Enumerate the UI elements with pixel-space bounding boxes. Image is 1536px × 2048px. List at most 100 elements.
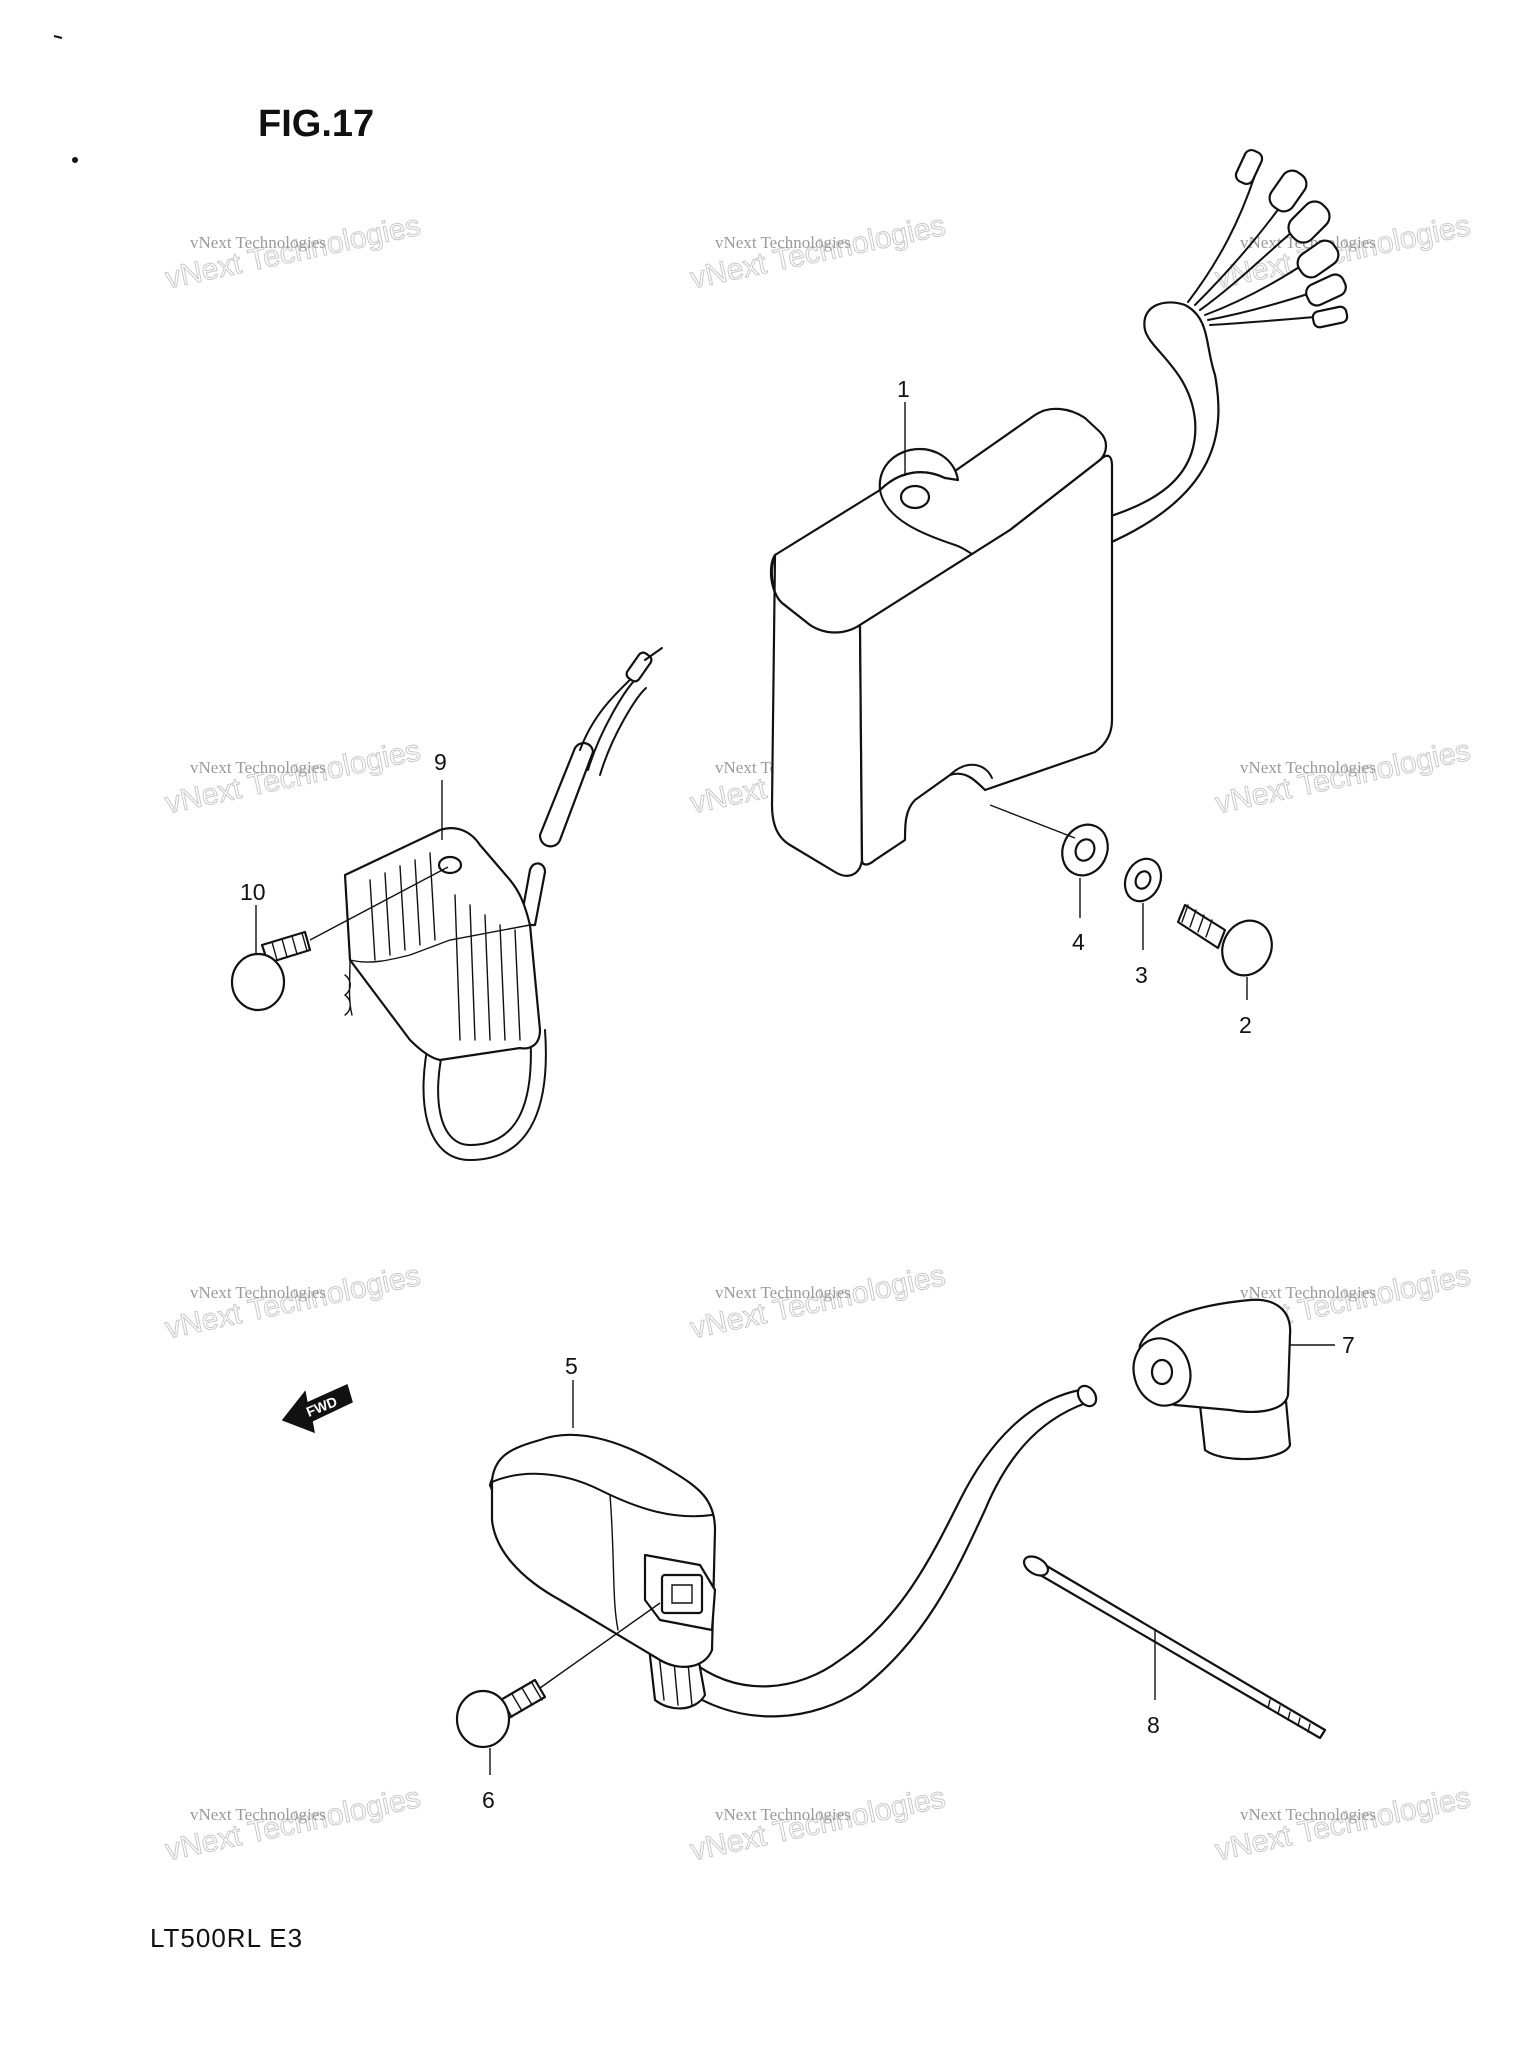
coil-bolt-head (455, 1689, 511, 1749)
regulator-edge (344, 959, 353, 1016)
watermark-outline-text: vNext Technologies (688, 1781, 949, 1867)
cdi-wire (1207, 289, 1321, 321)
watermark-text: vNext Technologies (1240, 758, 1376, 777)
ignition-coil-body (490, 1433, 717, 1668)
stray-mark (53, 35, 63, 39)
cdi-connector (1234, 148, 1264, 186)
leader-4 (989, 804, 1076, 839)
bolt-thread (271, 932, 308, 961)
bolt (230, 866, 449, 1012)
watermark-outline-text: vNext Technologies (163, 1259, 424, 1345)
screw-head (1221, 919, 1273, 977)
cdi-wire (1187, 174, 1256, 303)
ignition-coil-axis (539, 1602, 661, 1689)
watermark-outline-text: vNext Technologies (163, 734, 424, 820)
cdi-mount-tab (878, 447, 960, 492)
spark-plug-cap-hole (1150, 1358, 1174, 1386)
stray-mark (72, 157, 78, 163)
watermark-outline-text: vNext Technologies (688, 209, 949, 295)
lock-washer (1123, 857, 1163, 903)
callout-1: 1 (897, 376, 910, 402)
callout-8: 8 (1147, 1712, 1160, 1738)
callout-5: 5 (565, 1353, 578, 1379)
regulator-sleeve (538, 742, 595, 848)
callout-2: 2 (1239, 1012, 1252, 1038)
regulator-wire (579, 669, 641, 751)
cable-tie-strap (1033, 1560, 1327, 1740)
washer (1061, 823, 1109, 877)
watermark-text: vNext Technologies (190, 233, 326, 252)
watermark-text: vNext Technologies (1240, 1283, 1376, 1302)
cdi-box-side (858, 454, 1114, 866)
figure-title: FIG.17 (258, 103, 374, 145)
fwd-arrow-shape (281, 1383, 353, 1434)
watermark-outline-text: vNext Technologies (1213, 734, 1474, 820)
ignition-coil-rim (491, 1472, 713, 1518)
callout-3: 3 (1135, 962, 1148, 988)
bolt-axis (309, 866, 449, 941)
watermark-outline-text: vNext Technologies (1213, 1781, 1474, 1867)
callouts: 1 4 3 2 9 10 5 6 7 8 (240, 376, 1355, 1813)
ignition-coil-connector-pin (671, 1584, 693, 1604)
watermark-text: vNext Technologies (715, 233, 851, 252)
watermark-outline-text: vNext Technologies (163, 209, 424, 295)
screw (1176, 903, 1273, 977)
watermark-text: vNext Technologies (715, 1283, 851, 1302)
watermark-text: vNext Technologies (190, 758, 326, 777)
ignition-coil-connector-face (660, 1573, 704, 1615)
regulator-terminal (625, 651, 653, 683)
callout-6: 6 (482, 1787, 495, 1813)
cdi-notch (949, 763, 993, 779)
callout-4: 4 (1072, 929, 1085, 955)
fwd-arrow-icon: FWD (281, 1383, 353, 1434)
regulator-loop (422, 1029, 547, 1161)
cdi-unit (769, 148, 1349, 877)
cdi-connector (1296, 239, 1340, 279)
callout-7: 7 (1342, 1332, 1355, 1358)
regulator-fins (369, 852, 521, 1041)
ignition-coil-lead (683, 1388, 1097, 1718)
watermark-outline-text: vNext Technologies (688, 1259, 949, 1345)
bolt-head (230, 952, 286, 1012)
regulator-rectifier (343, 647, 663, 1161)
ignition-coil-lead-end (1076, 1384, 1098, 1408)
cdi-mount-hole (899, 484, 931, 510)
cable-tie (1022, 1555, 1327, 1740)
watermark-text: vNext Technologies (715, 1805, 851, 1824)
washer-hole (1074, 838, 1096, 862)
watermark-text: vNext Technologies (1240, 1805, 1376, 1824)
model-code: LT500RL E3 (150, 1923, 303, 1953)
ignition-coil (488, 1384, 1098, 1718)
cdi-harness-tube (1096, 301, 1220, 547)
watermark-outline-text: vNext Technologies (163, 1781, 424, 1867)
regulator-wire (599, 687, 647, 776)
regulator-fin-ridge (349, 924, 531, 963)
cdi-connector (1305, 273, 1347, 307)
callout-10: 10 (240, 879, 266, 905)
lock-washer-hole (1134, 870, 1152, 890)
cdi-wire (1194, 199, 1286, 306)
coil-bolt (455, 1678, 547, 1749)
screw-thread (1181, 904, 1213, 938)
cdi-connector (1268, 169, 1308, 213)
cdi-wire (1199, 224, 1301, 311)
watermark-text: vNext Technologies (190, 1283, 326, 1302)
cdi-connector (1311, 305, 1349, 329)
regulator-loop (437, 1029, 532, 1146)
callout-9: 9 (434, 749, 447, 775)
cable-tie-head (1022, 1555, 1050, 1577)
regulator-wire (587, 679, 636, 771)
watermark-text: vNext Technologies (190, 1805, 326, 1824)
cable-tie-teeth (1267, 1699, 1311, 1733)
